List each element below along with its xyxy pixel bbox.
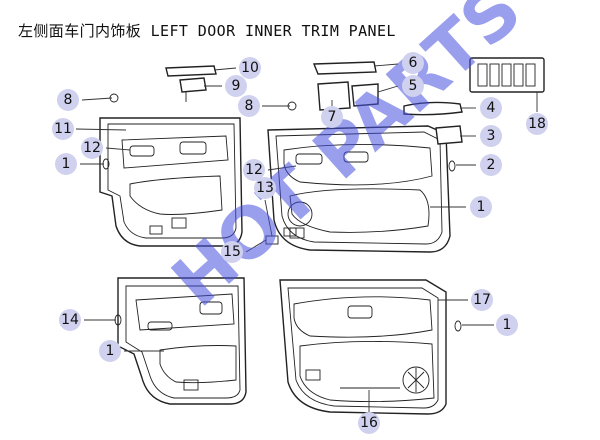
callout-16: 16 — [358, 412, 380, 434]
part-6-armrest-cover — [312, 61, 377, 75]
callout-label: 10 — [241, 60, 259, 76]
callout-label: 6 — [409, 55, 418, 71]
callout-label: 16 — [360, 415, 378, 431]
callout-7: 7 — [321, 106, 343, 128]
part-10-upper-trim — [165, 65, 217, 77]
callout-label: 8 — [245, 98, 254, 114]
callout-label: 13 — [256, 180, 274, 196]
callout-18: 18 — [526, 113, 548, 135]
callout-1: 1 — [55, 153, 77, 175]
part-9-switch — [179, 77, 207, 102]
callout-label: 1 — [477, 199, 486, 215]
diagram-title: 左侧面车门内饰板 LEFT DOOR INNER TRIM PANEL — [18, 22, 396, 40]
callout-2: 2 — [480, 154, 502, 176]
callout-label: 1 — [62, 156, 71, 172]
callout-6: 6 — [402, 52, 424, 74]
callout-label: 14 — [61, 312, 79, 328]
rear-door-trim-panel-upper — [99, 117, 243, 247]
callout-14: 14 — [59, 309, 81, 331]
callout-8: 8 — [57, 89, 79, 111]
callout-label: 12 — [245, 162, 263, 178]
callout-label: 18 — [528, 116, 546, 132]
part-18-switch-assembly — [469, 57, 545, 93]
callout-3: 3 — [480, 125, 502, 147]
callout-label: 4 — [487, 100, 496, 116]
callout-label: 1 — [106, 343, 115, 359]
callout-15: 15 — [221, 241, 243, 263]
callout-12: 12 — [243, 159, 265, 181]
callout-9: 9 — [225, 75, 247, 97]
callout-11: 11 — [52, 118, 74, 140]
callout-8: 8 — [238, 95, 260, 117]
front-door-trim-panel-lower — [279, 279, 447, 415]
callout-17: 17 — [471, 289, 493, 311]
callout-label: 1 — [503, 317, 512, 333]
callout-12: 12 — [81, 137, 103, 159]
rear-door-trim-panel-lower — [117, 277, 247, 405]
callout-label: 2 — [487, 157, 496, 173]
part-3-handle-bezel — [435, 125, 463, 145]
callout-1: 1 — [496, 314, 518, 336]
callout-label: 7 — [328, 109, 337, 125]
callout-label: 9 — [232, 78, 241, 94]
callout-label: 5 — [409, 78, 418, 94]
callout-1: 1 — [99, 340, 121, 362]
callout-label: 8 — [64, 92, 73, 108]
leader-lines — [75, 63, 538, 412]
callout-1: 1 — [470, 196, 492, 218]
part-4-pull-handle — [403, 101, 463, 116]
callout-4: 4 — [480, 97, 502, 119]
callout-5: 5 — [402, 75, 424, 97]
callout-label: 11 — [54, 121, 72, 137]
callout-10: 10 — [239, 57, 261, 79]
callout-label: 15 — [223, 244, 241, 260]
callout-label: 3 — [487, 128, 496, 144]
part-7-bracket — [317, 81, 351, 111]
callout-label: 12 — [83, 140, 101, 156]
part-5-switch-panel — [351, 83, 379, 107]
front-door-trim-panel-upper — [267, 125, 451, 253]
callout-label: 17 — [473, 292, 491, 308]
callout-13: 13 — [254, 177, 276, 199]
